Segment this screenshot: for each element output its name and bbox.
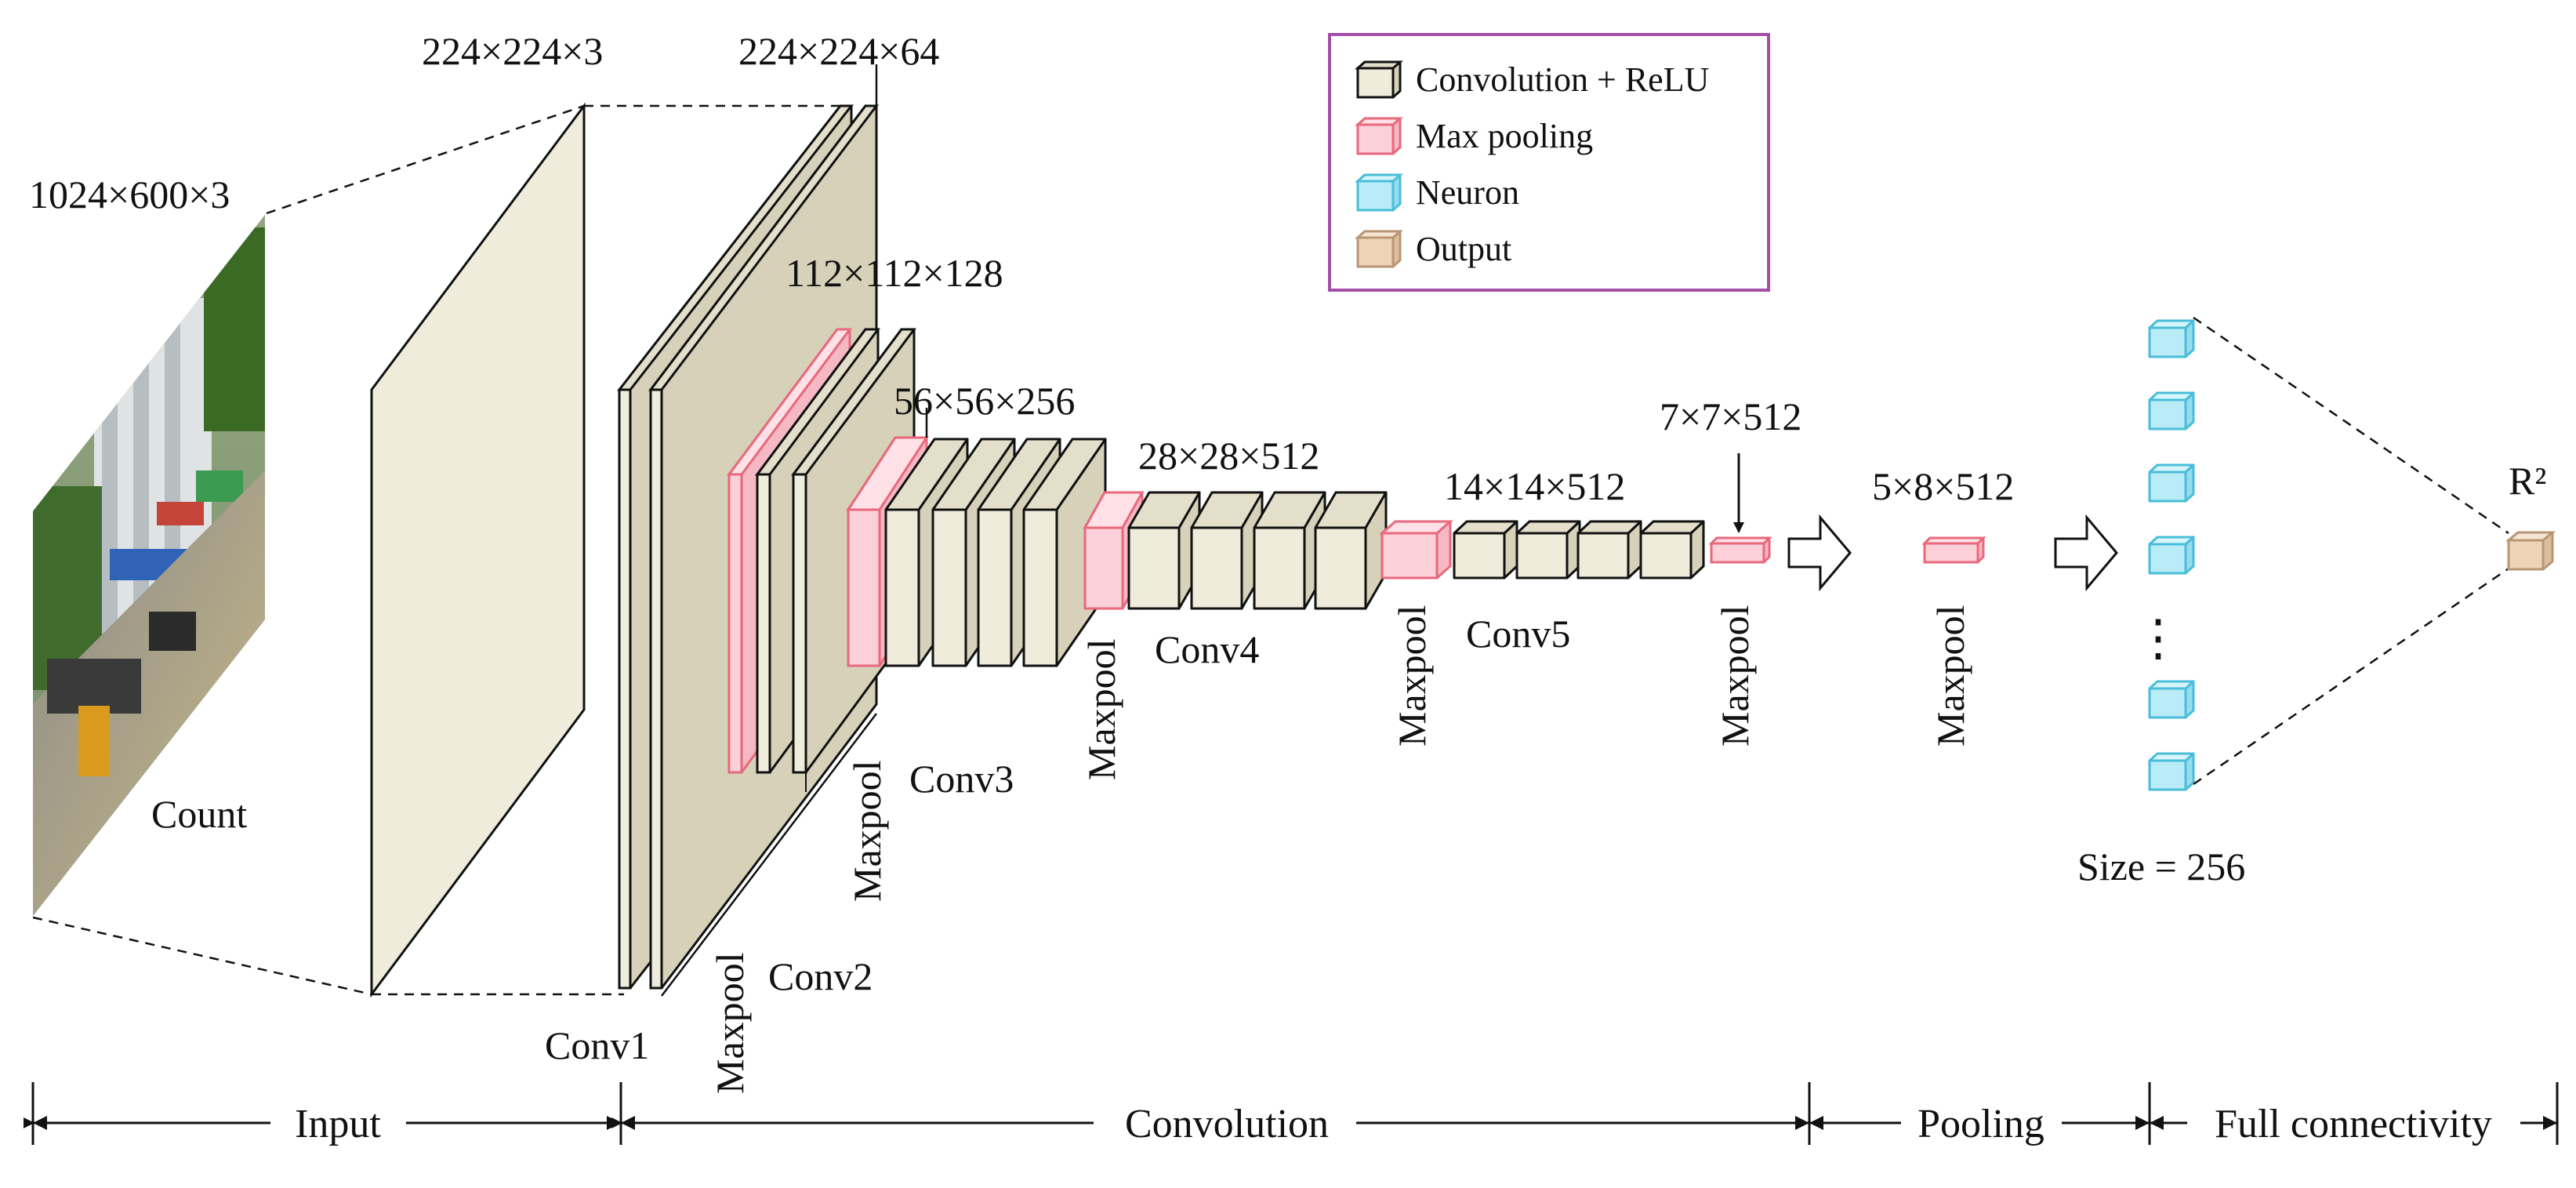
conv1-label: Conv1 [545,1023,649,1067]
legend-conv-swatch [1355,60,1403,99]
section-pooling-label: Pooling [1917,1102,2044,1146]
legend-neuron-label: Neuron [1416,173,1519,212]
legend-output-swatch [1355,230,1403,268]
resized-dim-label: 224×224×3 [422,29,603,73]
conv5-layer-1 [1453,520,1518,579]
conv3-label: Conv3 [909,757,1014,801]
conv5-layers [1453,520,1705,579]
conv3-layers [884,438,1107,667]
section-arrowheads [33,1116,2557,1130]
flow-arrow-2 [2054,514,2118,592]
conv2-label: Conv2 [768,954,873,998]
conv3-layer-4 [1022,438,1107,667]
maxpool4-block [1379,520,1453,579]
neuron-1 [2148,319,2195,358]
pooling-block [1921,536,1986,564]
neuron-5 [2148,680,2195,719]
conv4-layer-2 [1190,491,1264,610]
conv4-label: Conv4 [1155,627,1259,671]
neuron-ellipsis: ⋮ [2133,610,2183,666]
conv4-layer-1 [1127,491,1201,610]
neuron-4 [2148,536,2195,575]
input-dim-label: 1024×600×3 [29,173,230,216]
count-label: Count [151,792,247,836]
legend-pool-label: Max pooling [1416,117,1593,155]
conv4-dim-label: 28×28×512 [1138,434,1319,478]
maxpool1-label: Maxpool [708,952,752,1094]
conv4-layers [1127,491,1388,610]
size-label: Size = 256 [2077,845,2245,888]
legend-neuron-swatch [1355,173,1403,212]
conv5-layer-4 [1639,520,1705,579]
neuron-column [2148,319,2195,791]
output-node [2505,531,2556,571]
legend-output-label: Output [1416,230,1511,268]
input-projection-lines [32,104,840,996]
section-full-label: Full connectivity [2215,1102,2492,1146]
neuron-6 [2148,752,2195,791]
maxpool3-label: Maxpool [1079,638,1123,780]
resized-input-panel [370,102,586,998]
legend: Convolution + ReLU Max pooling Neuron Ou… [1328,33,1770,292]
maxpool6-label: Maxpool [1928,605,1972,747]
conv5-layer-2 [1515,520,1581,579]
conv2-dim-label: 112×112×128 [785,251,1003,295]
conv1-dim-label: 224×224×64 [738,29,939,73]
conv4-layer-4 [1314,491,1388,610]
conv5-dim-label: 14×14×512 [1444,464,1625,508]
output-label: R² [2509,459,2546,503]
conv5-layer-3 [1576,520,1642,579]
maxpool5-block [1708,536,1772,564]
conv5-label: Conv5 [1466,612,1570,656]
pool-dim-label: 5×8×512 [1872,464,2014,508]
maxpool2-label: Maxpool [845,760,889,902]
section-convolution-label: Convolution [1125,1102,1329,1146]
section-input-label: Input [295,1102,381,1146]
maxpool5-label: Maxpool [1713,605,1757,747]
neuron-3 [2148,463,2195,503]
pool5-dim-label: 7×7×512 [1660,394,1801,438]
output-connection-lines [2193,316,2509,786]
maxpool4-label: Maxpool [1390,605,1434,747]
legend-conv-label: Convolution + ReLU [1416,60,1709,99]
neuron-2 [2148,391,2195,431]
conv3-dim-label: 56×56×256 [894,379,1075,423]
legend-pool-swatch [1355,117,1403,155]
section-bracket [24,1082,2559,1145]
flow-arrow-1 [1787,514,1852,592]
